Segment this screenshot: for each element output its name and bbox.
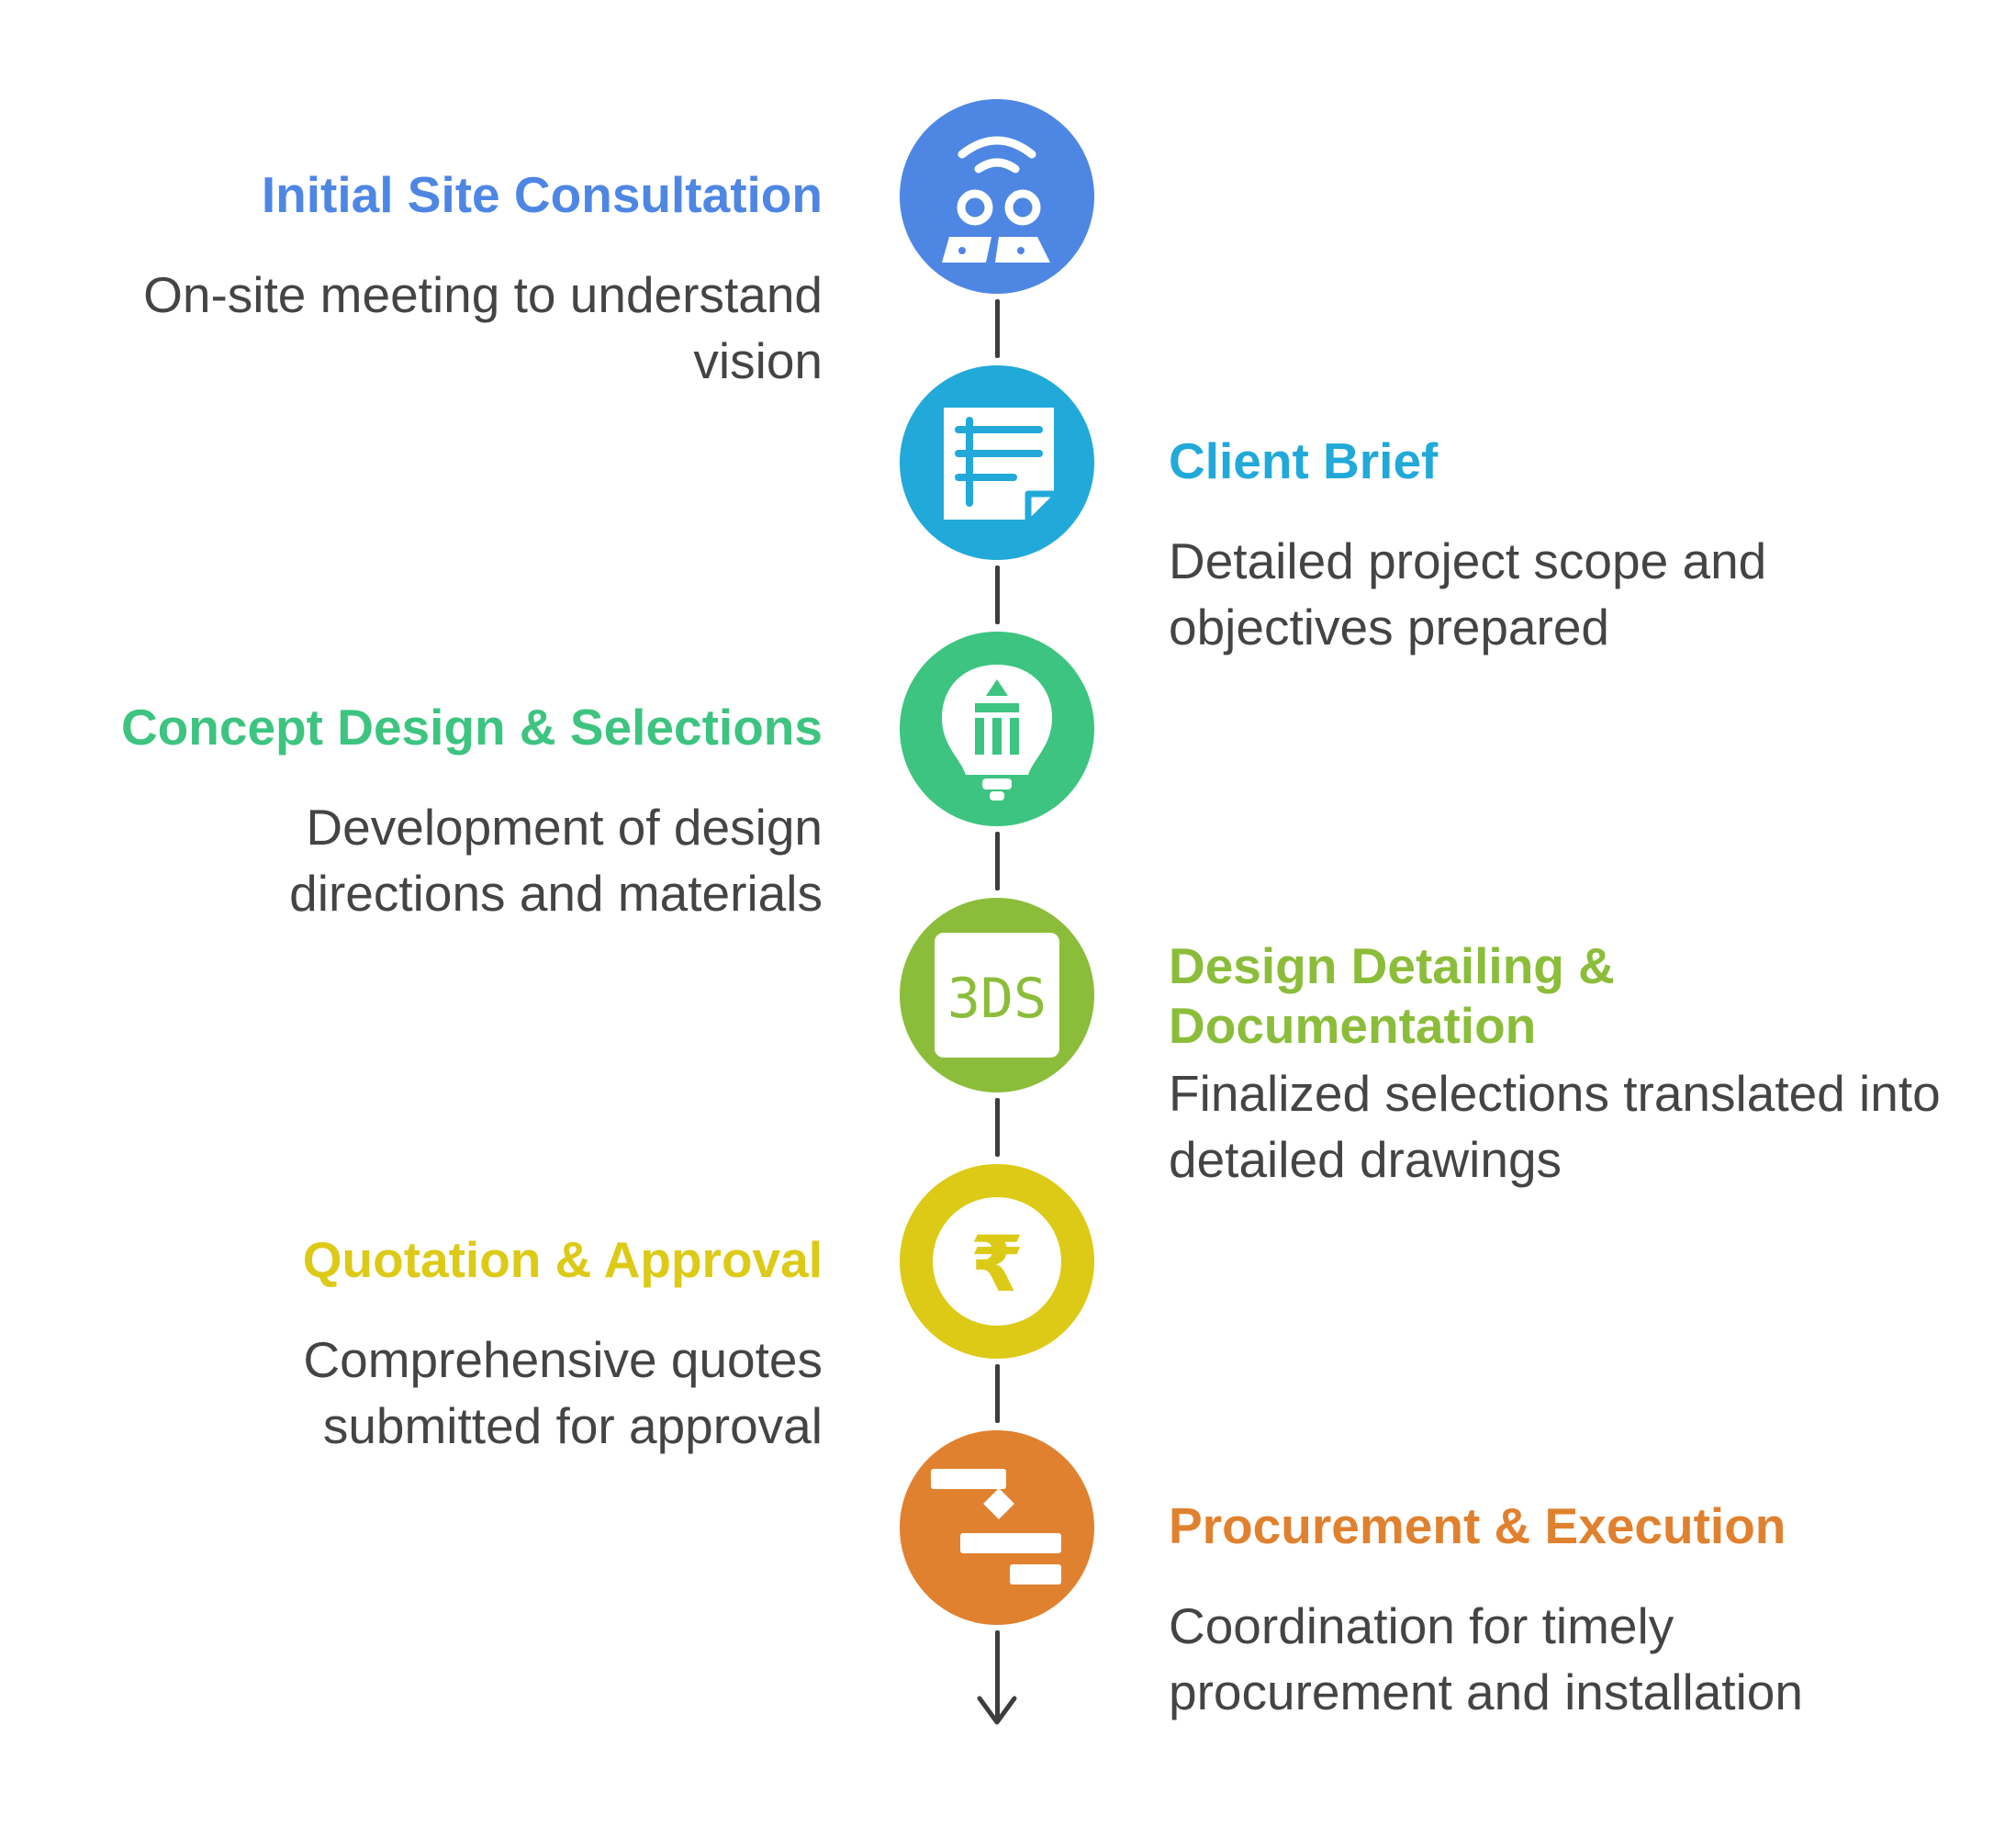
rupee-symbol: ₹	[970, 1219, 1024, 1309]
connector-line-3	[995, 832, 1000, 890]
lightbulb-pencil-icon	[942, 665, 1052, 801]
step-4-circle: 3DS	[900, 898, 1094, 1092]
step-2-title: Client Brief	[1169, 432, 1439, 489]
connector-line-5	[995, 1364, 1000, 1423]
step-3-circle	[900, 632, 1094, 826]
step-5-circle: ₹	[900, 1164, 1094, 1359]
step-1-title: Initial Site Consultation	[261, 166, 823, 223]
connector-line-4	[995, 1098, 1000, 1157]
arrow-down-icon	[977, 1696, 1017, 1725]
step-6-circle	[900, 1430, 1094, 1625]
connector-line-2	[995, 566, 1000, 624]
connector-line-1	[995, 299, 1000, 358]
3ds-file-icon: 3DS	[935, 933, 1059, 1058]
step-1-description: On-site meeting to understand vision	[143, 266, 823, 389]
step-1-circle	[900, 99, 1094, 294]
step-6-description: Coordination for timely procurement and …	[1169, 1597, 1803, 1720]
step-5-description: Comprehensive quotes submitted for appro…	[303, 1331, 823, 1454]
step-5-title: Quotation & Approval	[302, 1231, 823, 1288]
document-icon	[944, 408, 1054, 520]
step-2-description: Detailed project scope and objectives pr…	[1169, 532, 1767, 655]
step-6-title: Procurement & Execution	[1169, 1497, 1786, 1554]
gantt-chart-icon	[931, 1469, 1061, 1585]
3ds-label: 3DS	[947, 967, 1047, 1031]
connector-line-6	[995, 1630, 1000, 1722]
meeting-icon	[942, 136, 1050, 263]
step-4-title: Design Detailing & Documentation	[1169, 937, 1615, 1054]
rupee-icon: ₹	[933, 1197, 1061, 1326]
step-3-title: Concept Design & Selections	[120, 699, 823, 756]
step-4-description: Finalized selections translated into det…	[1169, 1065, 1941, 1188]
step-2-circle	[900, 365, 1094, 560]
step-3-description: Development of design directions and mat…	[289, 799, 823, 922]
